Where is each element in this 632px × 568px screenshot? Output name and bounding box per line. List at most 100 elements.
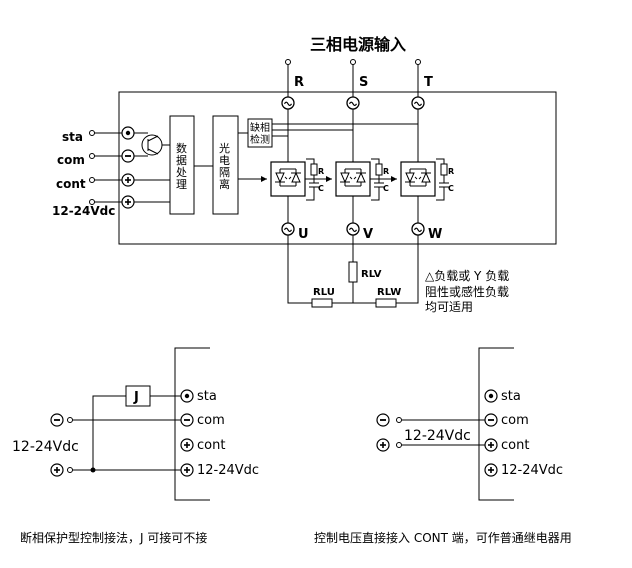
bus-wires bbox=[134, 179, 170, 203]
control-wires bbox=[92, 132, 122, 203]
ac-icon bbox=[281, 96, 295, 110]
minus-terminal-icon bbox=[180, 413, 194, 427]
dot-terminal-icon bbox=[121, 126, 135, 140]
rc-label-c: C bbox=[318, 184, 324, 193]
phase-loss-taps bbox=[272, 123, 418, 137]
right-terminal-sta: sta bbox=[501, 389, 521, 404]
right-control-wires bbox=[402, 419, 485, 446]
right-caption: 控制电压直接接入 CONT 端，可作普通继电器用 bbox=[314, 531, 572, 545]
ac-icon bbox=[411, 222, 425, 236]
plus-icon bbox=[376, 438, 390, 452]
dot-terminal-icon bbox=[484, 389, 498, 403]
phase-label-v: V bbox=[363, 227, 373, 242]
opto-isolation-char-2: 电 bbox=[219, 154, 230, 167]
phase-label-r: R bbox=[294, 75, 304, 90]
right-terminal-supply: 12-24Vdc bbox=[501, 463, 563, 478]
left-module-edge bbox=[174, 347, 210, 501]
ac-icon bbox=[346, 96, 360, 110]
right-terminal-com: com bbox=[501, 413, 529, 428]
resistor-label-rlu: RLU bbox=[313, 287, 335, 298]
left-caption: 断相保护型控制接法，J 可接可不接 bbox=[20, 531, 208, 545]
load-note-line-3: 均可适用 bbox=[425, 300, 473, 314]
rc-label-c: C bbox=[383, 184, 389, 193]
minus-icon bbox=[50, 413, 64, 427]
left-control-wires bbox=[71, 395, 181, 471]
right-supply-terminal bbox=[396, 417, 402, 423]
resistor-rlv bbox=[348, 261, 358, 283]
trigger-arrow-icon bbox=[391, 176, 397, 182]
phase-input-terminals bbox=[285, 59, 421, 65]
plus-terminal-icon bbox=[484, 438, 498, 452]
right-supply-label: 12-24Vdc bbox=[404, 428, 471, 444]
data-processing-char-1: 数 bbox=[176, 142, 187, 155]
trigger-arrow-icon bbox=[261, 176, 267, 182]
transistor-icon bbox=[134, 132, 170, 157]
left-terminal-com: com bbox=[197, 413, 225, 428]
left-supply-terminal bbox=[67, 417, 73, 423]
phase-loss-label-1: 缺相 bbox=[250, 121, 270, 134]
load-note-line-1: △负载或 Y 负载 bbox=[425, 269, 509, 283]
thyristor-icon bbox=[400, 161, 436, 197]
resistor-rlu bbox=[311, 298, 333, 308]
rc-label-r: R bbox=[318, 167, 324, 176]
terminal-label-cont: cont bbox=[56, 177, 86, 191]
opto-isolation-char-4: 离 bbox=[219, 177, 230, 191]
right-terminal-cont: cont bbox=[501, 438, 529, 453]
left-supply-terminal bbox=[67, 467, 73, 473]
opto-isolation-char-1: 光 bbox=[219, 141, 230, 155]
plus-terminal-icon bbox=[180, 463, 194, 477]
minus-terminal-icon bbox=[484, 413, 498, 427]
rc-label-r: R bbox=[383, 167, 389, 176]
terminal-label-com: com bbox=[57, 153, 85, 167]
data-processing-char-4: 理 bbox=[176, 178, 187, 191]
data-processing-char-2: 据 bbox=[176, 153, 187, 167]
phase-label-u: U bbox=[298, 227, 309, 242]
opto-isolation-char-3: 隔 bbox=[219, 166, 230, 179]
rc-label-c: C bbox=[448, 184, 454, 193]
left-terminal-sta: sta bbox=[197, 389, 217, 404]
minus-terminal-icon bbox=[121, 149, 135, 163]
phase-loss-detector bbox=[247, 118, 273, 148]
terminal-label-supply: 12-24Vdc bbox=[52, 204, 115, 218]
left-terminal-supply: 12-24Vdc bbox=[197, 463, 259, 478]
control-terminals bbox=[89, 130, 95, 205]
thyristor-icon bbox=[270, 161, 306, 197]
minus-icon bbox=[376, 413, 390, 427]
left-terminal-cont: cont bbox=[197, 438, 225, 453]
opto-isolation-block bbox=[212, 115, 239, 215]
dot-terminal-icon bbox=[180, 389, 194, 403]
ac-icon bbox=[411, 96, 425, 110]
resistor-rlw bbox=[375, 298, 397, 308]
resistor-label-rlw: RLW bbox=[377, 287, 401, 298]
right-supply-terminal bbox=[396, 442, 402, 448]
ac-icon bbox=[346, 222, 360, 236]
diagram-title: 三相电源输入 bbox=[310, 35, 406, 54]
trigger-arrow-icon bbox=[326, 176, 332, 182]
rc-snubbers bbox=[306, 158, 449, 201]
junction-dot bbox=[90, 467, 96, 473]
terminal-label-sta: sta bbox=[62, 130, 83, 144]
load-note-line-2: 阻性或感性负载 bbox=[425, 284, 509, 299]
phase-label-s: S bbox=[359, 75, 368, 90]
relay-j-box bbox=[125, 385, 151, 407]
module-outline bbox=[118, 91, 557, 245]
ac-icon bbox=[281, 222, 295, 236]
data-processing-block bbox=[169, 115, 195, 215]
resistor-label-rlv: RLV bbox=[361, 269, 382, 280]
right-module-edge bbox=[478, 347, 514, 501]
plus-terminal-icon bbox=[180, 438, 194, 452]
left-supply-label: 12-24Vdc bbox=[12, 439, 79, 455]
plus-terminal-icon bbox=[121, 195, 135, 209]
plus-icon bbox=[50, 463, 64, 477]
relay-j-label: J bbox=[133, 390, 139, 405]
plus-terminal-icon bbox=[121, 173, 135, 187]
data-processing-char-3: 处 bbox=[176, 166, 187, 179]
phase-loss-label-2: 检测 bbox=[250, 133, 270, 146]
plus-terminal-icon bbox=[484, 463, 498, 477]
phase-label-w: W bbox=[428, 227, 442, 242]
load-wires bbox=[287, 235, 419, 304]
phase-label-t: T bbox=[424, 75, 433, 90]
thyristor-icon bbox=[335, 161, 371, 197]
rc-label-r: R bbox=[448, 167, 454, 176]
